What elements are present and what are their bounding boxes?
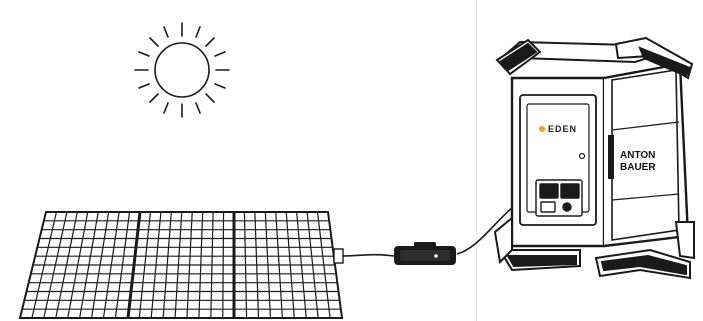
bottom-left-handle [493,215,581,272]
panel-grid-col [114,212,131,318]
panel-grid-col [316,212,331,318]
panel-grid-col [186,212,193,318]
eden-logo-text: EDEN [548,124,577,134]
input-port-module [535,179,583,217]
panel-grid-col [243,212,248,318]
panel-grid-col [222,212,225,318]
panel-grid-col [254,212,260,318]
panel-grid-col [43,212,68,318]
panel-grid-col [174,212,183,318]
solar-panel-icon [18,211,344,319]
panel-grid-col [55,212,78,318]
bauer-logo-text: BAUER [620,162,656,173]
panel-grid-col [162,212,172,318]
panel-grid-col [79,212,99,318]
panel-grid-col [198,212,204,318]
top-right-handle [614,36,694,80]
panel-grid-col [150,212,162,318]
panel-grid-col [296,212,307,318]
panel-grid-col [138,212,152,318]
panel-grid-col [210,212,214,318]
bottom-right-handle [594,221,695,280]
inline-controller-icon [394,242,456,265]
eden-logo: EDEN [539,124,577,134]
panel-grid-col [102,212,120,318]
sun-icon [134,22,230,118]
anton-bauer-logo: ANTON BAUER [620,150,656,173]
divider-line [476,0,477,321]
panel-grid-col [306,212,319,318]
panel-grid-col [275,212,283,318]
anton-logo-text: ANTON [620,150,655,161]
power-station-icon: EDEN ANTON BAUER [493,36,695,280]
panel-grid-col [67,212,89,318]
top-left-handle [495,38,542,76]
panel-grid-col [31,212,58,318]
panel-grid-col [264,212,272,318]
panel-grid-col [90,212,110,318]
panel-grid-col [285,212,295,318]
